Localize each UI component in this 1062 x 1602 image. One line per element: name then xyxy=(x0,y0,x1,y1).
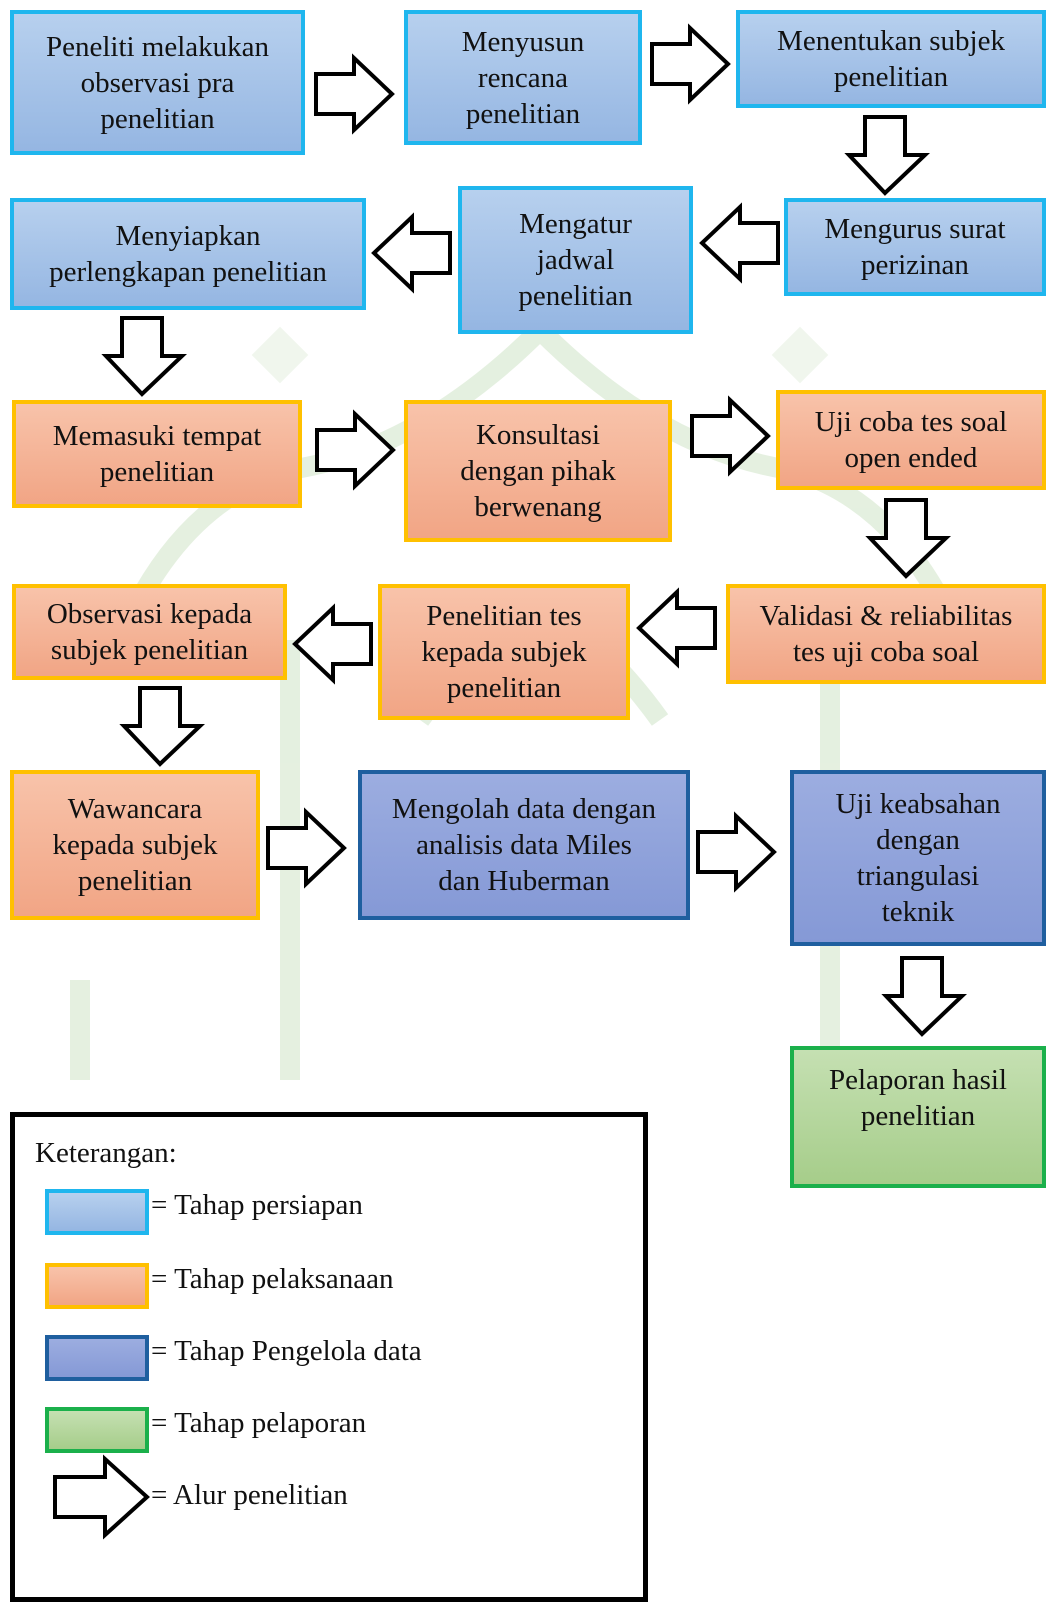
flow-arrow-left-icon xyxy=(699,202,780,284)
flow-arrow-down-icon xyxy=(881,956,968,1037)
legend-label-persiapan: = Tahap persiapan xyxy=(151,1189,363,1221)
flow-arrow-right-icon xyxy=(314,53,395,135)
flow-arrow-right-icon xyxy=(650,23,731,105)
legend-panel: Keterangan: = Tahap persiapan = Tahap pe… xyxy=(10,1112,648,1602)
step-uji-keabsahan: Uji keabsahan dengan triangulasi teknik xyxy=(790,770,1046,946)
flow-arrow-left-icon xyxy=(292,603,373,685)
step-wawancara: Wawancara kepada subjek penelitian xyxy=(10,770,260,920)
flow-arrow-right-icon xyxy=(266,807,347,889)
flow-arrow-down-icon xyxy=(101,316,188,397)
legend-label-pelaksanaan: = Tahap pelaksanaan xyxy=(151,1263,394,1295)
legend-label-pelaporan: = Tahap pelaporan xyxy=(151,1407,367,1439)
flow-arrow-down-icon xyxy=(119,686,206,767)
flow-arrow-down-icon xyxy=(844,115,931,196)
step-menyiapkan-perlengkapan: Menyiapkan perlengkapan penelitian xyxy=(10,198,366,310)
legend-title: Keterangan: xyxy=(35,1137,177,1169)
step-validasi-reliabilitas: Validasi & reliabilitas tes uji coba soa… xyxy=(726,584,1046,684)
legend-label-alur: = Alur penelitian xyxy=(151,1479,348,1511)
flow-arrow-right-icon xyxy=(315,409,396,491)
step-uji-coba-tes: Uji coba tes soal open ended xyxy=(776,390,1046,490)
flow-arrow-left-icon xyxy=(636,587,717,669)
step-mengolah-data: Mengolah data dengan analisis data Miles… xyxy=(358,770,690,920)
step-observasi-subjek: Observasi kepada subjek penelitian xyxy=(12,584,287,680)
legend-arrow-icon xyxy=(53,1454,150,1540)
legend-swatch-pelaksanaan xyxy=(45,1263,149,1309)
flow-arrow-right-icon xyxy=(696,811,777,893)
flow-arrow-down-icon xyxy=(865,498,952,579)
step-observasi-pra-penelitian: Peneliti melakukan observasi pra penelit… xyxy=(10,10,305,155)
step-memasuki-tempat: Memasuki tempat penelitian xyxy=(12,400,302,508)
flow-arrow-right-icon xyxy=(690,395,771,477)
step-menyusun-rencana: Menyusun rencana penelitian xyxy=(404,10,642,145)
legend-swatch-pengelola-data xyxy=(45,1335,149,1381)
step-pelaporan-hasil: Pelaporan hasil penelitian xyxy=(790,1046,1046,1188)
legend-swatch-pelaporan xyxy=(45,1407,149,1453)
step-mengatur-jadwal: Mengatur jadwal penelitian xyxy=(458,186,693,334)
legend-swatch-persiapan xyxy=(45,1189,149,1235)
flow-arrow-left-icon xyxy=(371,212,452,294)
step-penelitian-tes: Penelitian tes kepada subjek penelitian xyxy=(378,584,630,720)
step-menentukan-subjek: Menentukan subjek penelitian xyxy=(736,10,1046,108)
legend-label-pengelola-data: = Tahap Pengelola data xyxy=(151,1335,422,1367)
step-mengurus-surat: Mengurus surat perizinan xyxy=(784,198,1046,296)
step-konsultasi: Konsultasi dengan pihak berwenang xyxy=(404,400,672,542)
